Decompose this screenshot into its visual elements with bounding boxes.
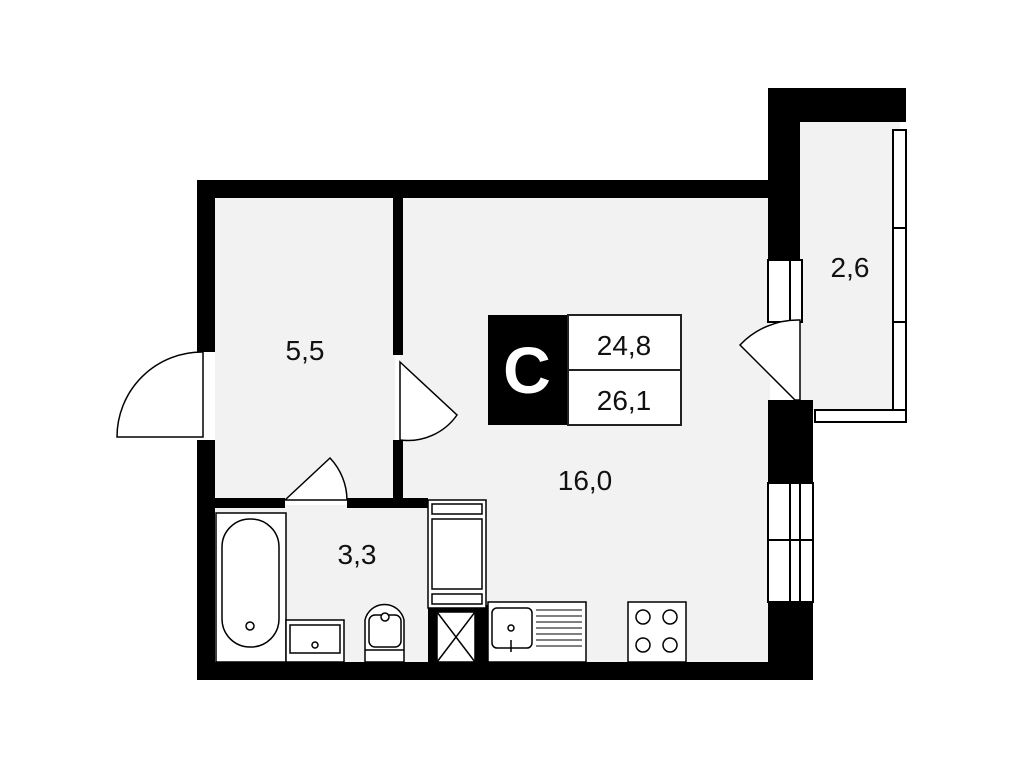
stove [627, 601, 687, 663]
watermark: Новострой-М [833, 704, 1024, 742]
balcony-area-label: 2,6 [831, 252, 870, 283]
hall-door [399, 360, 458, 442]
fixtures [215, 499, 687, 663]
balcony-door [738, 319, 801, 401]
balcony-glazing [814, 129, 907, 423]
bathroom-area-label: 3,3 [338, 539, 377, 570]
apartment-type-letter: С [503, 333, 551, 407]
main-room-area-label: 16,0 [558, 465, 613, 496]
windows [767, 259, 814, 603]
hall-floor [215, 198, 395, 500]
hall-area-label: 5,5 [286, 335, 325, 366]
bathroom-door [283, 456, 348, 501]
entrance-door [116, 351, 204, 438]
doors [116, 319, 801, 501]
total-area: 26,1 [597, 385, 652, 416]
balcony-door-window [767, 259, 803, 323]
apartment-summary: С 24,8 26,1 [488, 314, 682, 426]
balcony-floor [800, 122, 900, 414]
living-area: 24,8 [597, 330, 652, 361]
